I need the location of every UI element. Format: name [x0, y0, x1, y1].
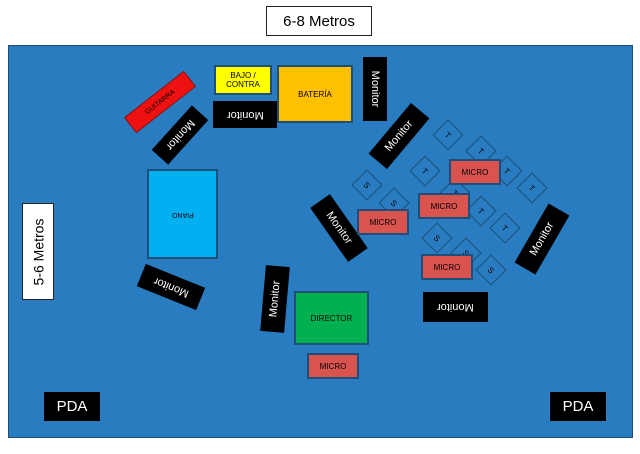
- micro-block: MICRO: [357, 209, 409, 235]
- tile-label: S: [485, 264, 497, 276]
- piano-label: PIANO: [171, 210, 194, 218]
- tile-label: T: [500, 223, 510, 233]
- monitor-label: Monitor: [437, 301, 474, 313]
- height-dimension-text: 5-6 Metros: [30, 218, 47, 285]
- micro-block: MICRO: [421, 254, 473, 280]
- tile-label: T: [527, 183, 537, 193]
- tile-label: S: [388, 197, 400, 209]
- tile-label: T: [476, 146, 486, 156]
- micro-label: MICRO: [433, 262, 461, 272]
- micro-block: MICRO: [418, 193, 470, 219]
- micro-label: MICRO: [319, 361, 347, 371]
- director-block: DIRECTOR: [294, 291, 369, 345]
- tile-label: T: [502, 166, 512, 176]
- bajo-label: BAJO / CONTRA: [226, 71, 260, 89]
- tile-label: T: [420, 166, 430, 176]
- micro-block: MICRO: [307, 353, 359, 379]
- micro-label: MICRO: [461, 167, 489, 177]
- tile-label: S: [431, 232, 443, 244]
- tile-label: T: [476, 206, 486, 216]
- monitor-bajo: Monitor: [213, 101, 277, 128]
- monitor-label: Monitor: [369, 70, 381, 108]
- micro-label: MICRO: [430, 201, 458, 211]
- monitor-coro-bottom: Monitor: [423, 292, 488, 322]
- pda-label: PDA: [56, 398, 88, 415]
- bateria-label: BATERÍA: [298, 89, 332, 99]
- director-label: DIRECTOR: [310, 313, 353, 323]
- pda-label: PDA: [562, 398, 594, 415]
- pda-right: PDA: [550, 392, 606, 421]
- piano-block: PIANO: [147, 169, 218, 259]
- micro-block: MICRO: [449, 159, 501, 185]
- pda-left: PDA: [44, 392, 100, 421]
- monitor-label: Monitor: [226, 108, 264, 121]
- tile-label: S: [361, 179, 373, 191]
- micro-label: MICRO: [369, 217, 397, 227]
- bateria-block: BATERÍA: [277, 65, 353, 123]
- bajo-block: BAJO / CONTRA: [214, 65, 272, 95]
- monitor-label: Monitor: [267, 280, 283, 318]
- tile-label: T: [443, 130, 453, 140]
- width-dimension-label: 6-8 Metros: [266, 6, 372, 36]
- height-dimension-label: 5-6 Metros: [22, 203, 54, 300]
- monitor-bateria: Monitor: [363, 57, 387, 121]
